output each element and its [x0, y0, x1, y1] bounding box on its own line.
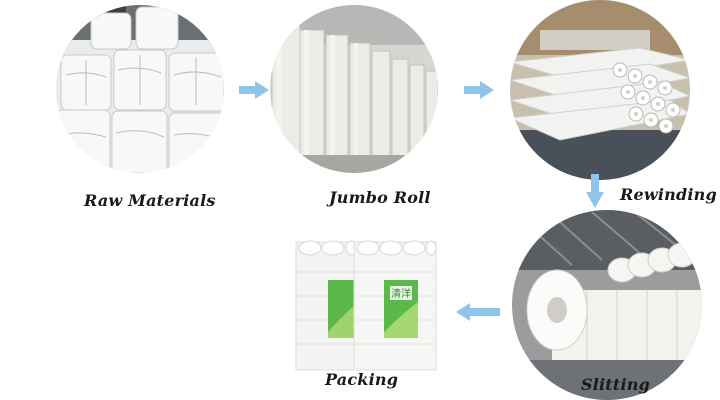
step-label-jumbo-roll: Jumbo Roll — [329, 188, 431, 207]
jumbo-roll-photo — [270, 5, 438, 173]
packing-photo: 清洋 — [292, 236, 442, 376]
step-label-rewinding: Rewinding — [620, 185, 717, 204]
rewinding-photo — [510, 0, 690, 180]
arrow-left-icon — [456, 303, 500, 321]
raw-materials-photo — [56, 5, 224, 173]
arrow-right-icon — [239, 81, 269, 99]
step-label-raw-materials: Raw Materials — [84, 191, 216, 210]
arrow-right-icon — [464, 81, 494, 99]
step-label-packing: Packing — [325, 370, 399, 389]
package-brand-text: 清洋 — [391, 287, 411, 300]
step-label-slitting: Slitting — [581, 375, 650, 394]
arrow-down-icon — [586, 174, 604, 208]
slitting-photo — [512, 210, 702, 400]
